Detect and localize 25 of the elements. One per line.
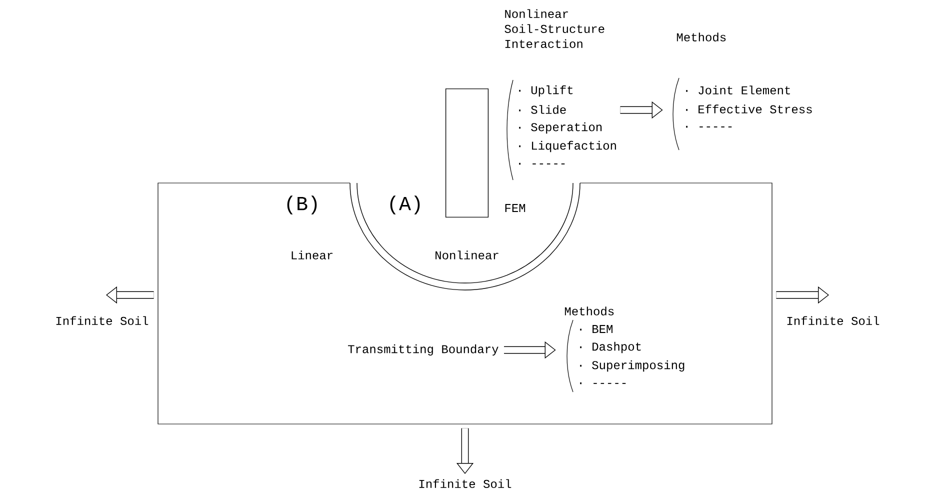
label: Infinite Soil bbox=[56, 316, 148, 325]
list-item: · Superimposing bbox=[580, 360, 684, 372]
list-item: · Effective Stress bbox=[686, 104, 812, 114]
section-heading: Nonlinear Soil-Structure Interaction bbox=[504, 9, 604, 48]
section-heading: Methods bbox=[564, 306, 614, 316]
list-item: · Slide bbox=[519, 105, 566, 114]
section-heading: Methods bbox=[676, 32, 726, 42]
list-item: · ----- bbox=[686, 126, 732, 128]
structure-box bbox=[445, 88, 489, 218]
label: FEM bbox=[505, 204, 526, 212]
region-label: (B) bbox=[287, 196, 317, 214]
list-item: · Dashpot bbox=[580, 342, 641, 354]
list-item: · Liquefaction bbox=[519, 140, 616, 152]
list-item: · Seperation bbox=[519, 122, 602, 134]
list-item: · ----- bbox=[519, 162, 565, 165]
label: Infinite Soil bbox=[787, 316, 880, 325]
label: Nonlinear bbox=[436, 250, 498, 260]
region-label: (A) bbox=[390, 196, 420, 214]
label: Transmitting Boundary bbox=[348, 344, 498, 356]
label: Linear bbox=[292, 250, 333, 260]
list-item: · ----- bbox=[580, 382, 626, 384]
list-item: · BEM bbox=[580, 325, 612, 333]
list-item: · Joint Element bbox=[686, 86, 790, 94]
label: Infinite Soil bbox=[419, 479, 512, 488]
list-item: · Uplift bbox=[519, 85, 573, 97]
